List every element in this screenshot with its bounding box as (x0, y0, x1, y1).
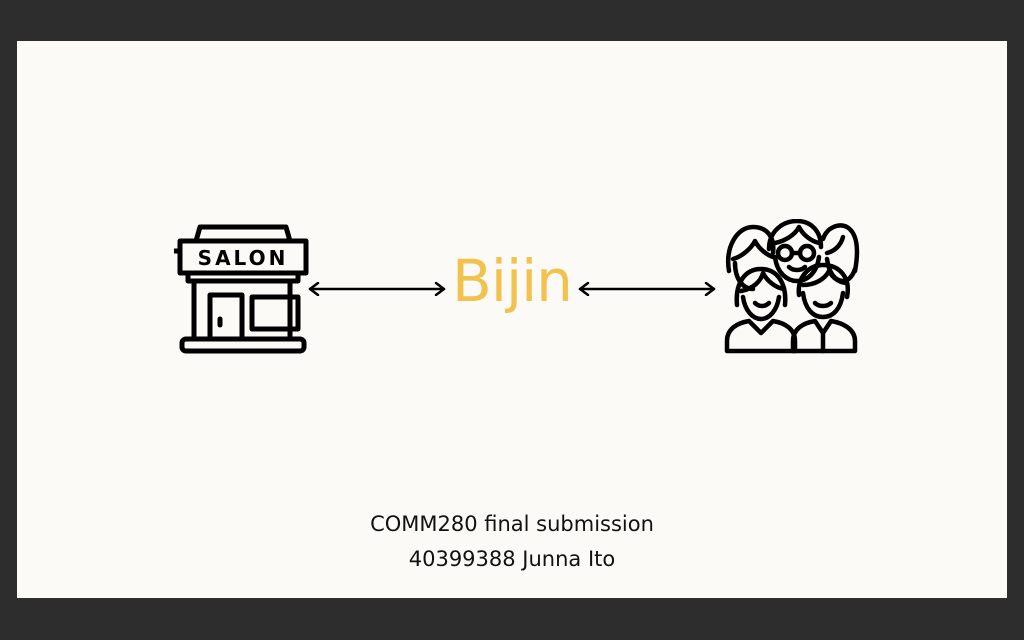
course-title: COMM280 final submission (370, 512, 654, 536)
group-of-people-icon (724, 219, 860, 354)
slide: SALON Bijin (17, 41, 1007, 598)
salon-sign-text: SALON (198, 246, 289, 270)
double-headed-arrow-icon-left (308, 282, 446, 296)
brand-name: Bijin (452, 247, 573, 315)
salon-storefront-icon: SALON (174, 224, 309, 354)
author-credit: 40399388 Junna Ito (408, 547, 616, 571)
double-headed-arrow-icon-right (578, 282, 716, 296)
